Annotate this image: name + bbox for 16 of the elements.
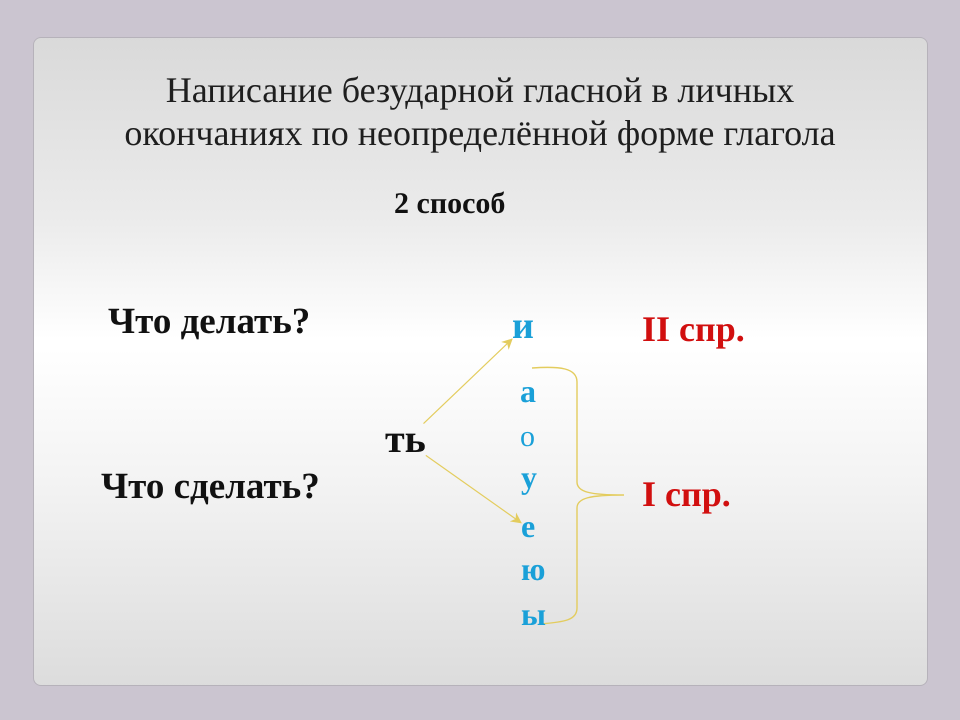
suffix-text: ть [385, 415, 426, 463]
vowel-letter: у [521, 458, 537, 496]
vowel-letter: о [520, 419, 535, 455]
arrow [425, 454, 522, 524]
arrow [423, 338, 513, 424]
slide-title: Написание безударной гласной в личных окончаниях по неопределённой форме глагола [123, 69, 837, 155]
vowel-letter: ы [521, 595, 546, 634]
question-text: Что сделать? [101, 465, 320, 509]
vowel-letter: е [521, 507, 536, 546]
conjugation-label: I спр. [642, 473, 731, 516]
subheading: 2 способ [394, 186, 506, 222]
conjugation-label: II спр. [642, 308, 745, 351]
question-text: Что делать? [108, 300, 310, 344]
vowel-letter: ю [521, 550, 546, 588]
vowel-letter: и [512, 304, 534, 350]
vowel-letter: а [520, 372, 536, 410]
